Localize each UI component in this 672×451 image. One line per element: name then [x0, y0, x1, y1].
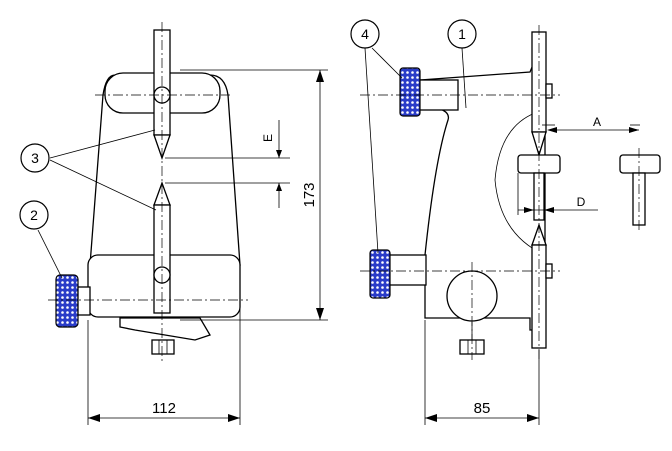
- knob-2: [55, 274, 79, 328]
- knob-4-lower: [369, 249, 391, 299]
- callout-3: 3: [20, 143, 50, 173]
- dim-width-left: 112: [152, 400, 176, 417]
- svg-text:3: 3: [31, 150, 39, 166]
- callout-4: 4: [350, 19, 380, 49]
- dim-width-right: 85: [474, 400, 491, 417]
- callout-1: 1: [447, 19, 477, 49]
- svg-text:4: 4: [361, 26, 369, 42]
- side-view: A D 85: [360, 25, 661, 425]
- dim-label-A: A: [593, 115, 601, 129]
- front-view: E 173 112: [48, 22, 328, 425]
- dim-label-D: D: [577, 195, 586, 209]
- knob-4-upper: [399, 67, 421, 117]
- dim-label-E: E: [261, 134, 275, 142]
- svg-text:1: 1: [458, 26, 466, 42]
- svg-text:2: 2: [30, 207, 38, 223]
- dim-height: 173: [301, 182, 318, 207]
- callout-2: 2: [19, 200, 49, 230]
